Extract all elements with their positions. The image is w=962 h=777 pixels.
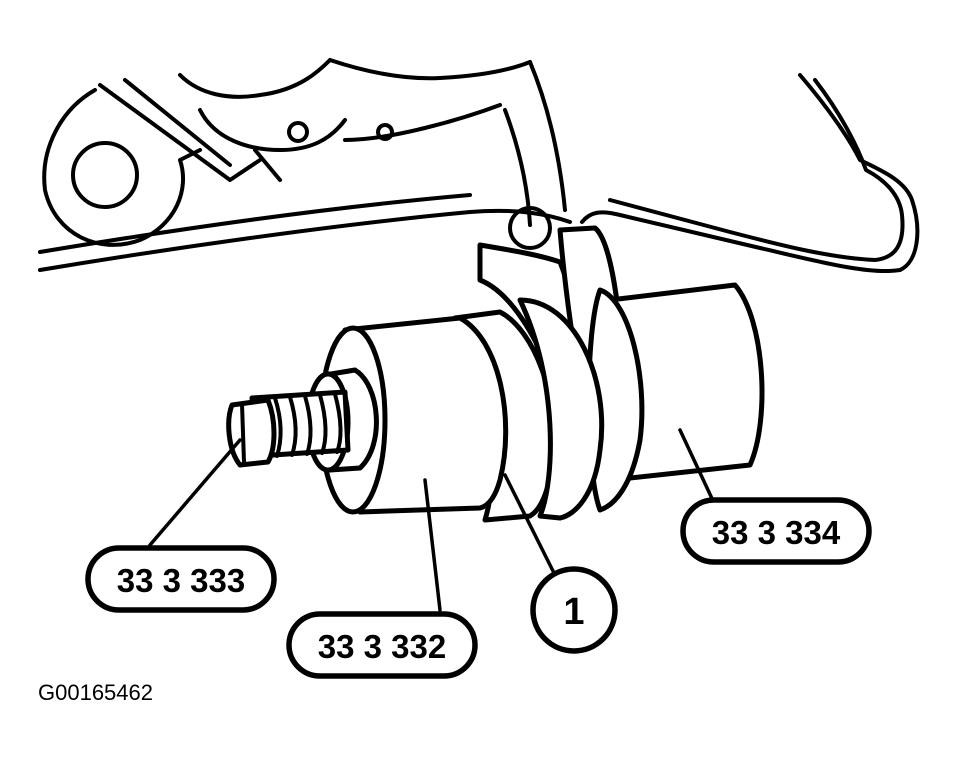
housing-outline — [38, 58, 920, 274]
callout-33-3-333: 33 3 333 — [85, 545, 277, 613]
tool-33-3-333-spindle — [226, 367, 379, 473]
tool-33-3-334-sleeve — [586, 282, 765, 513]
callout-item-1-text: 1 — [563, 591, 584, 633]
callout-33-3-333-text: 33 3 333 — [117, 562, 245, 599]
callout-item-1: 1 — [530, 566, 618, 654]
leader-33-3-333 — [148, 438, 242, 547]
leader-33-3-334 — [678, 428, 717, 507]
leader-33-3-332 — [423, 478, 442, 612]
leader-item-1 — [503, 473, 557, 577]
callout-33-3-332: 33 3 332 — [286, 611, 478, 679]
figure-id: G00165462 — [38, 680, 153, 705]
callout-33-3-334: 33 3 334 — [680, 497, 872, 565]
callout-33-3-334-text: 33 3 334 — [712, 514, 841, 551]
callout-33-3-332-text: 33 3 332 — [318, 628, 446, 665]
